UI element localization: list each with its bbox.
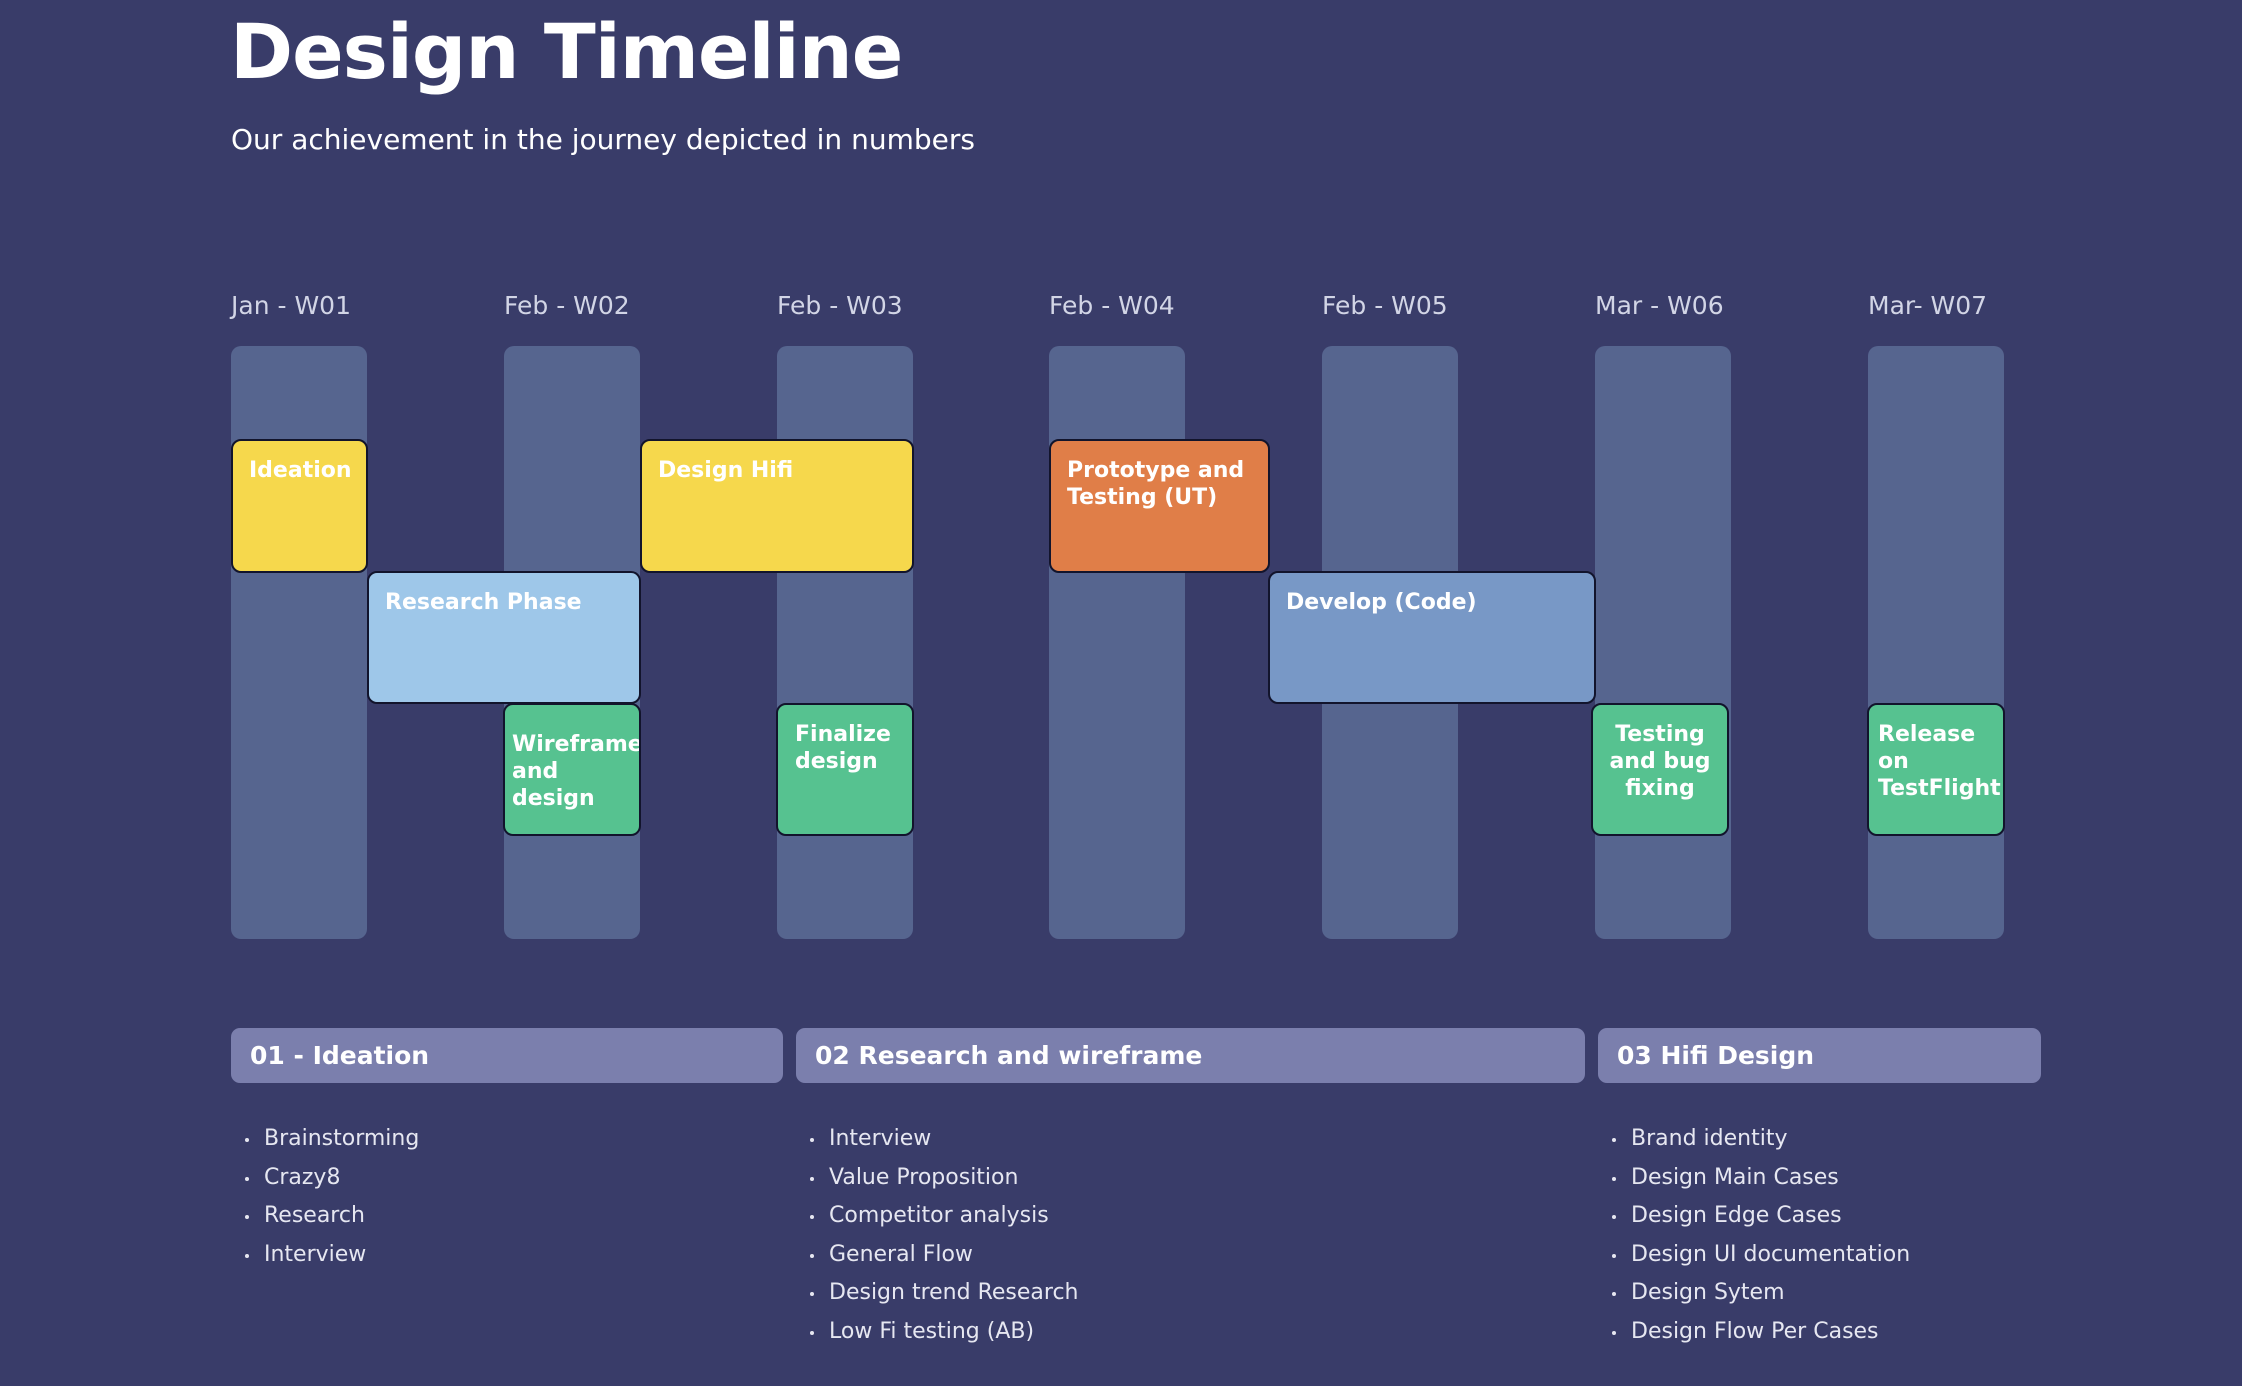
task-research-phase[interactable]: Research Phase — [367, 571, 641, 704]
list-item: Crazy8 — [231, 1159, 671, 1198]
week-label-w01: Jan - W01 — [231, 291, 351, 320]
task-testing-bug-fixing[interactable]: Testing and bug fixing — [1591, 703, 1729, 836]
week-label-w04: Feb - W04 — [1049, 291, 1175, 320]
list-item: Value Proposition — [796, 1159, 1236, 1198]
week-label-w07: Mar- W07 — [1868, 291, 1988, 320]
task-design-hifi[interactable]: Design Hifi — [640, 439, 914, 573]
task-release-testflight[interactable]: Release on TestFlight — [1867, 703, 2005, 836]
list-item: Competitor analysis — [796, 1197, 1236, 1236]
week-column-w06 — [1595, 346, 1731, 939]
list-item: Design UI documentation — [1598, 1236, 2038, 1275]
phase-header-hifi-design: 03 Hifi Design — [1598, 1028, 2041, 1083]
list-item: Interview — [796, 1120, 1236, 1159]
list-item: Design Flow Per Cases — [1598, 1313, 2038, 1352]
list-item: General Flow — [796, 1236, 1236, 1275]
task-ideation[interactable]: Ideation — [231, 439, 368, 573]
task-develop-code[interactable]: Develop (Code) — [1268, 571, 1596, 704]
list-item: Design trend Research — [796, 1274, 1236, 1313]
week-column-w04 — [1049, 346, 1185, 939]
list-item: Research — [231, 1197, 671, 1236]
list-item: Interview — [231, 1236, 671, 1275]
week-label-w06: Mar - W06 — [1595, 291, 1724, 320]
task-wireframe-design[interactable]: Wireframe and design — [503, 703, 641, 836]
task-finalize-design[interactable]: Finalize design — [776, 703, 914, 836]
list-item: Design Edge Cases — [1598, 1197, 2038, 1236]
week-label-w02: Feb - W02 — [504, 291, 630, 320]
list-item: Brand identity — [1598, 1120, 2038, 1159]
page-subtitle: Our achievement in the journey depicted … — [231, 123, 975, 156]
list-item: Design Sytem — [1598, 1274, 2038, 1313]
page-title: Design Timeline — [230, 7, 903, 96]
phase-list-ideation: Brainstorming Crazy8 Research Interview — [231, 1120, 671, 1274]
week-label-w03: Feb - W03 — [777, 291, 903, 320]
phase-header-ideation: 01 - Ideation — [231, 1028, 783, 1083]
week-column-w07 — [1868, 346, 2004, 939]
week-label-w05: Feb - W05 — [1322, 291, 1448, 320]
week-column-w01 — [231, 346, 367, 939]
list-item: Low Fi testing (AB) — [796, 1313, 1236, 1352]
week-column-w03 — [777, 346, 913, 939]
list-item: Brainstorming — [231, 1120, 671, 1159]
phase-header-research-wireframe: 02 Research and wireframe — [796, 1028, 1585, 1083]
list-item: Design Main Cases — [1598, 1159, 2038, 1198]
phase-list-hifi-design: Brand identity Design Main Cases Design … — [1598, 1120, 2038, 1351]
task-prototype-testing[interactable]: Prototype and Testing (UT) — [1049, 439, 1270, 573]
phase-list-research-wireframe: Interview Value Proposition Competitor a… — [796, 1120, 1236, 1351]
